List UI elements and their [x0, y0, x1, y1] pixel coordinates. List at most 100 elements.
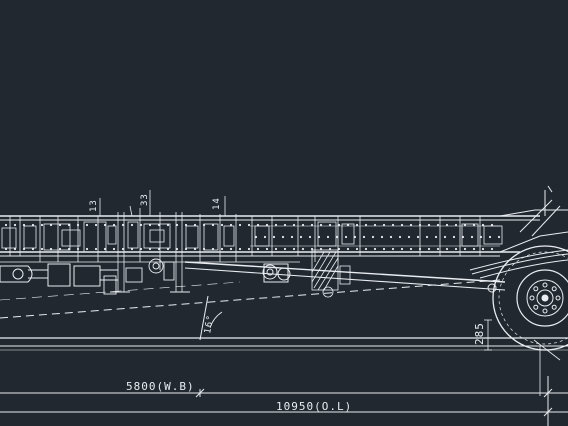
rivet	[121, 247, 125, 251]
rivet	[76, 247, 80, 251]
rivet	[445, 247, 449, 251]
rivet	[256, 223, 260, 227]
rivet	[202, 223, 206, 227]
lug-nut	[555, 295, 561, 301]
wheelbase-dimension-label: 5800(W.B)	[126, 380, 195, 393]
rivet	[382, 223, 386, 227]
rivet	[497, 235, 501, 239]
rivet	[479, 235, 483, 239]
rivet	[112, 223, 116, 227]
dimension-labels: 5800(W.B) 10950(O.L) 285 13 33 14 16°	[89, 193, 486, 413]
rivet	[13, 247, 17, 251]
rivet	[380, 235, 384, 239]
rivet	[463, 223, 467, 227]
rivet	[4, 223, 8, 227]
rivet	[427, 223, 431, 227]
rivet	[391, 247, 395, 251]
rivet	[364, 223, 368, 227]
rivet	[472, 223, 476, 227]
rivet	[488, 235, 492, 239]
rivet	[344, 235, 348, 239]
rivet	[229, 247, 233, 251]
rivet	[103, 247, 107, 251]
rivet	[283, 223, 287, 227]
rivet	[328, 247, 332, 251]
lug-nut	[542, 308, 548, 314]
top-dimension-marks	[96, 190, 229, 217]
rivet	[389, 235, 393, 239]
rivet	[409, 247, 413, 251]
rivet	[353, 235, 357, 239]
rivet	[481, 247, 485, 251]
rivet	[166, 247, 170, 251]
rivet	[112, 247, 116, 251]
rivet	[319, 247, 323, 251]
rivet	[418, 247, 422, 251]
rivet	[319, 223, 323, 227]
rivet	[481, 223, 485, 227]
rivet	[40, 247, 44, 251]
rivet	[436, 247, 440, 251]
rivet	[85, 223, 89, 227]
rivet	[58, 223, 62, 227]
rivet	[409, 223, 413, 227]
rivet	[398, 235, 402, 239]
rivet	[254, 235, 258, 239]
rivet	[463, 247, 467, 251]
ground-lines	[0, 337, 568, 351]
rivet	[407, 235, 411, 239]
lug-nut	[533, 304, 539, 310]
rivet	[461, 235, 465, 239]
rivet	[454, 223, 458, 227]
rivet	[13, 223, 17, 227]
dimension-mark-33: 33	[140, 193, 150, 206]
rivet	[310, 223, 314, 227]
rear-leaf-spring	[469, 249, 568, 293]
frame-rivets	[4, 223, 501, 251]
rear-upkick	[499, 185, 568, 253]
lug-nut	[542, 282, 548, 288]
rivet	[148, 247, 152, 251]
rivet	[281, 235, 285, 239]
rivet	[452, 235, 456, 239]
rivet	[184, 247, 188, 251]
rivet	[130, 223, 134, 227]
rivet	[193, 247, 197, 251]
rivet	[274, 223, 278, 227]
rivet	[362, 235, 366, 239]
length-dimension-lines	[0, 376, 568, 426]
rivet	[238, 223, 242, 227]
rivet	[317, 235, 321, 239]
rivet	[175, 247, 179, 251]
rivet	[310, 247, 314, 251]
rivet	[103, 223, 107, 227]
rivet	[436, 223, 440, 227]
rivet	[157, 223, 161, 227]
rivet	[22, 247, 26, 251]
rivet	[202, 247, 206, 251]
rivet	[328, 223, 332, 227]
rivet	[472, 247, 476, 251]
rivet	[445, 223, 449, 227]
departure-angle-label: 16°	[203, 314, 216, 335]
rivet	[283, 247, 287, 251]
rivet	[443, 235, 447, 239]
lug-nut	[551, 304, 557, 310]
rivet	[337, 247, 341, 251]
chassis-frame	[0, 215, 540, 263]
rivet	[49, 247, 53, 251]
rivet	[139, 223, 143, 227]
rivet	[265, 247, 269, 251]
rivet	[166, 223, 170, 227]
rivet	[175, 223, 179, 227]
rivet	[76, 223, 80, 227]
rivet	[434, 235, 438, 239]
rivet	[265, 223, 269, 227]
rivet	[337, 223, 341, 227]
propeller-shaft	[184, 261, 506, 291]
rivet	[373, 247, 377, 251]
rivet	[355, 223, 359, 227]
rivet	[58, 247, 62, 251]
